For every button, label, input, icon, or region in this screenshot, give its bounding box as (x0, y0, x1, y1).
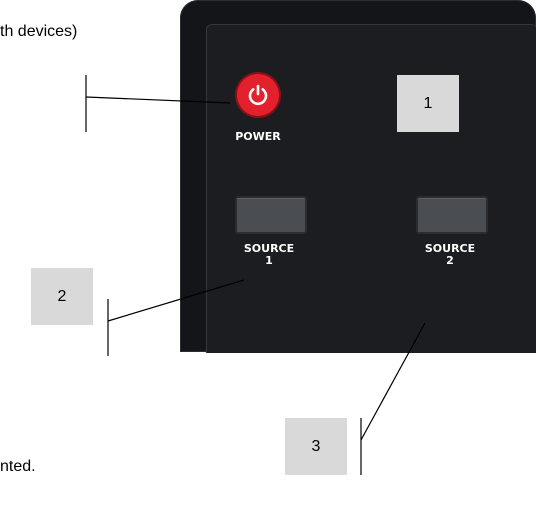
source-2-button[interactable] (416, 196, 488, 234)
source-2-label-line1: SOURCE (424, 242, 476, 255)
body-text-top: th devices) (0, 23, 78, 40)
source-1-label-line1: SOURCE (243, 242, 295, 255)
callout-box-1: 1 (397, 75, 459, 132)
power-icon (248, 84, 268, 106)
power-label: POWER (235, 130, 281, 143)
source-2-label: SOURCE 2 (410, 243, 490, 267)
source-1-button[interactable] (235, 196, 307, 234)
source-2-label-line2: 2 (446, 254, 454, 267)
callout-box-2: 2 (31, 268, 93, 325)
source-1-label: SOURCE 1 (229, 243, 309, 267)
power-button[interactable] (237, 74, 279, 116)
callout-box-3: 3 (285, 418, 347, 475)
body-text-bottom: nted. (0, 458, 36, 475)
source-1-label-line2: 1 (265, 254, 273, 267)
